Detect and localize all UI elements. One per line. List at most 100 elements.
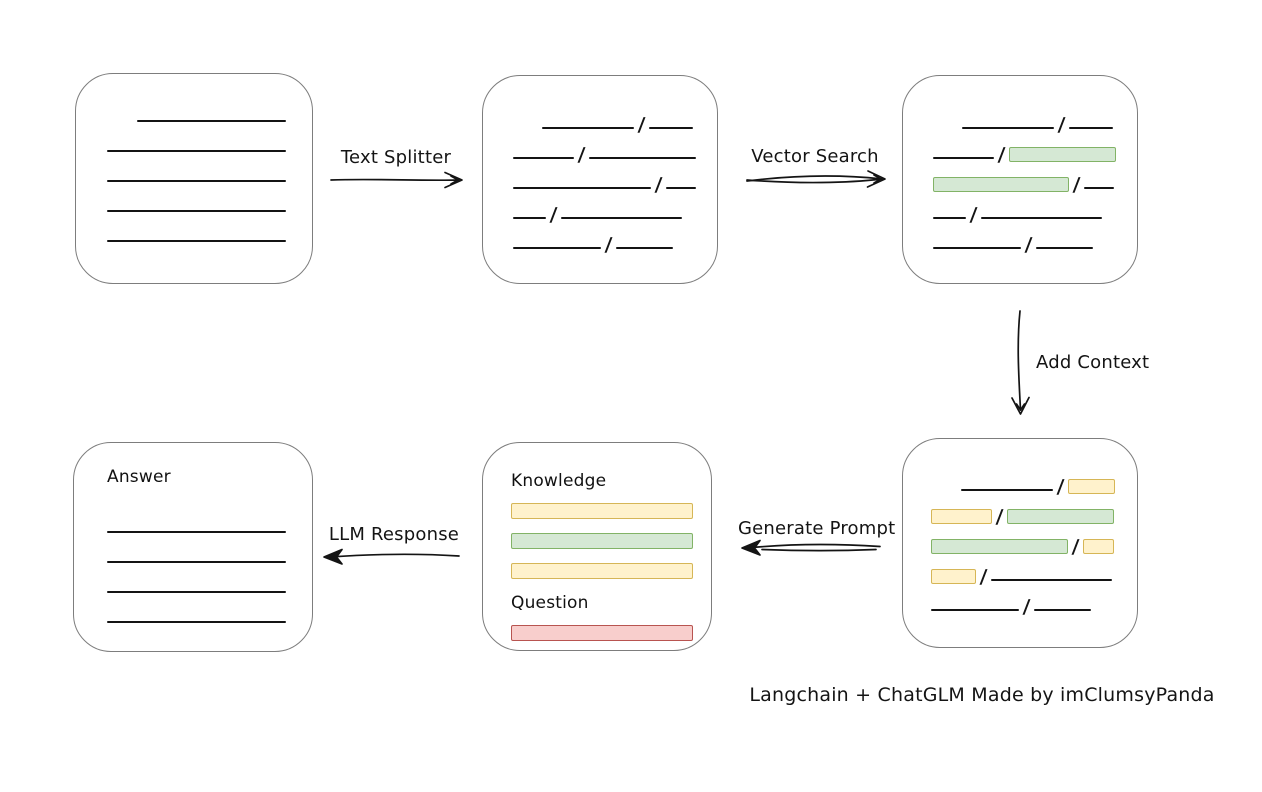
text-line [107,180,286,182]
answer-lines [107,487,312,623]
segment-row [107,593,312,623]
segment-row: / [933,189,1137,226]
text-line [513,247,601,249]
segment-row: / [931,551,1137,588]
text-line [107,210,286,212]
generate-prompt-arrow [741,539,881,556]
text-line [933,217,966,219]
segment-row [107,122,312,152]
slash-separator: / [604,234,613,256]
text-line [137,120,286,122]
text-line [615,247,673,249]
slash-separator: / [1071,536,1080,558]
text-line [665,187,696,189]
indent-gap [107,121,137,122]
green-bar [511,533,693,549]
segment-row: / [933,129,1137,166]
indent-gap [933,128,962,129]
yellow-bar [511,563,693,579]
slash-separator: / [997,144,1006,166]
slash-separator: / [1022,596,1031,618]
text-line [933,247,1021,249]
segment-row [107,152,312,182]
text-line [1068,127,1113,129]
matched-chunk-lines: ///// [903,76,1137,256]
label-add-context: Add Context [1036,352,1150,373]
slash-separator: / [995,506,1004,528]
label-llm-response: LLM Response [328,524,460,545]
text-line [560,217,682,219]
text-line [990,579,1112,581]
text-line [931,609,1019,611]
context-lines: / / / / / [903,439,1137,618]
question-title: Question [511,593,589,613]
slash-separator: / [1072,174,1081,196]
text-line [513,187,651,189]
segment-row [107,533,312,563]
segment-row: / [513,129,717,166]
box-source-document [75,73,313,284]
label-vector-search: Vector Search [751,146,879,167]
segment-row: / [513,99,717,136]
text-line [1035,247,1093,249]
text-splitter-arrow [330,171,463,189]
segment-row: / [931,521,1137,558]
text-line [107,531,286,533]
text-line [648,127,693,129]
vector-search-arrow [746,170,886,188]
chip-yellow-highlight [1067,479,1115,494]
text-line [107,150,286,152]
box-text-chunks: ///// [482,75,718,284]
slash-separator: / [1057,114,1066,136]
red-bar [511,625,693,641]
chunk-lines: ///// [483,76,717,256]
document-lines [76,74,312,242]
segment-row: / [931,581,1137,618]
slash-separator: / [1024,234,1033,256]
segment-row: / [513,189,717,226]
segment-row: / [513,219,717,256]
label-text-splitter: Text Splitter [340,147,452,168]
chip-yellow-highlight [931,509,992,524]
segment-row [107,212,312,242]
text-line [980,217,1102,219]
box-answer: Answer [73,442,313,652]
segment-row [107,182,312,212]
slash-separator: / [637,114,646,136]
slash-separator: / [1056,476,1065,498]
segment-row: / [933,159,1137,196]
knowledge-title: Knowledge [511,471,607,491]
text-line [513,217,546,219]
label-generate-prompt: Generate Prompt [738,518,896,539]
caption-credit: Langchain + ChatGLM Made by imClumsyPand… [749,684,1215,706]
slash-separator: / [979,566,988,588]
text-line [107,240,286,242]
llm-response-arrow [323,548,460,565]
text-line [961,489,1053,491]
text-line [107,591,286,593]
answer-title: Answer [107,467,171,487]
chip-yellow-highlight [931,569,976,584]
slash-separator: / [654,174,663,196]
slash-separator: / [549,204,558,226]
text-line [1033,609,1091,611]
text-line [933,157,994,159]
segment-row [107,563,312,593]
text-line [962,127,1054,129]
chip-green-highlight [931,539,1068,554]
box-matched-chunks: ///// [902,75,1138,284]
chip-green-highlight [1008,147,1116,162]
segment-row [107,503,312,533]
segment-row: / [931,461,1137,498]
indent-gap [513,128,542,129]
chip-yellow-highlight [1082,539,1114,554]
segment-row: / [931,491,1137,528]
yellow-bar [511,503,693,519]
text-line [513,157,574,159]
text-line [1083,187,1114,189]
text-line [107,621,286,623]
chip-green-highlight [1006,509,1114,524]
